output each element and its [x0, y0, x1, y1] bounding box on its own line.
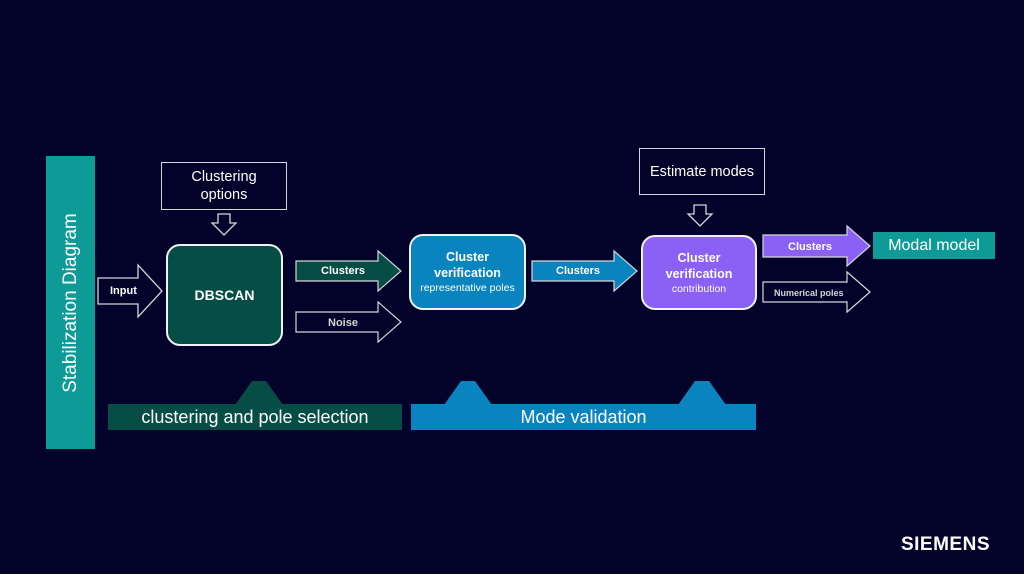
stabilization-diagram-bar: Stabilization Diagram	[46, 156, 95, 449]
noise-arrow	[295, 300, 402, 344]
input-arrow	[97, 263, 163, 319]
modal-model-label: Modal model	[888, 236, 980, 254]
clusters-label-1: Clusters	[321, 265, 366, 277]
cluster-verification-representative-node: Cluster verification representative pole…	[409, 234, 526, 310]
verification2-title: Cluster verification	[665, 250, 733, 281]
down-arrow-icon	[210, 213, 238, 236]
dbscan-node: DBSCAN	[166, 244, 283, 346]
estimate-modes-box: Estimate modes	[639, 148, 765, 195]
phase-clustering-label: clustering and pole selection	[141, 406, 369, 427]
clusters-label-2: Clusters	[556, 265, 601, 277]
phase-marker	[444, 381, 492, 405]
clusters-label-3: Clusters	[788, 241, 833, 253]
clusters-arrow-1	[295, 249, 402, 293]
stabilization-diagram-label: Stabilization Diagram	[59, 212, 81, 393]
clusters-arrow-3	[762, 224, 871, 268]
input-label: Input	[110, 285, 137, 297]
clustering-options-label: Clustering options	[191, 169, 257, 203]
verification2-subtitle: contribution	[671, 282, 727, 295]
modal-model-box: Modal model	[873, 232, 995, 259]
siemens-logo: SIEMENS	[900, 534, 990, 555]
down-arrow-icon	[686, 204, 714, 227]
dbscan-label: DBSCAN	[194, 287, 255, 303]
clusters-arrow-2	[531, 249, 638, 293]
numerical-poles-label: Numerical poles	[774, 288, 844, 298]
verification1-title: Cluster verification	[434, 250, 501, 280]
estimate-modes-label: Estimate modes	[650, 163, 754, 180]
numerical-poles-arrow	[762, 270, 871, 314]
noise-label: Noise	[328, 317, 358, 329]
phase-marker	[678, 381, 726, 405]
phase-mode-validation-bar: Mode validation	[411, 404, 756, 430]
verification1-subtitle: representative poles	[420, 282, 515, 294]
phase-marker	[235, 381, 283, 405]
phase-clustering-bar: clustering and pole selection	[108, 404, 402, 430]
cluster-verification-contribution-node: Cluster verification contribution	[641, 235, 757, 310]
clustering-options-box: Clustering options	[161, 162, 287, 210]
phase-mode-validation-label: Mode validation	[520, 406, 647, 427]
